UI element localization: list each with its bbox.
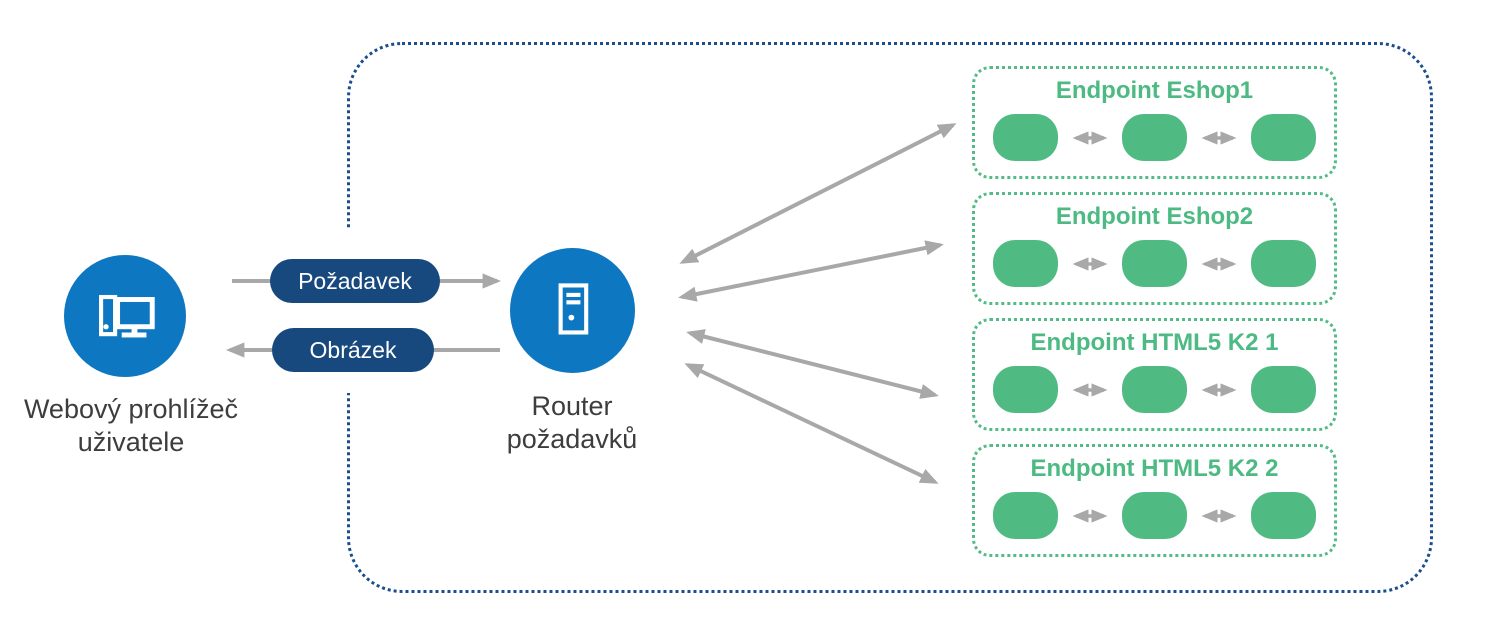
endpoint-instances — [993, 492, 1316, 539]
instance-shape — [1251, 366, 1316, 413]
endpoint-title: Endpoint HTML5 K2 1 — [1030, 329, 1279, 356]
instance-shape — [1251, 114, 1316, 161]
endpoint-instances — [993, 366, 1316, 413]
bidirectional-arrow-icon — [1201, 508, 1237, 523]
instance-shape — [993, 240, 1058, 287]
endpoint-box-html5-k2-2: Endpoint HTML5 K2 2 — [972, 444, 1337, 557]
request-pill: Požadavek — [270, 259, 440, 303]
router-label-line2: požadavků — [506, 424, 638, 454]
bidirectional-arrow-icon — [1072, 256, 1108, 271]
router-label: Router požadavků — [472, 390, 672, 456]
bidirectional-arrow-icon — [1201, 256, 1237, 271]
instance-shape — [993, 366, 1058, 413]
response-pill: Obrázek — [272, 328, 434, 372]
bidirectional-arrow-icon — [1201, 130, 1237, 145]
instance-shape — [993, 492, 1058, 539]
router-endpoint3-arrow — [686, 329, 939, 399]
instance-shape — [1251, 240, 1316, 287]
instance-shape — [1251, 492, 1316, 539]
endpoint-box-eshop2: Endpoint Eshop2 — [972, 192, 1337, 305]
endpoint-title: Endpoint Eshop1 — [1055, 77, 1254, 104]
response-pill-label: Obrázek — [309, 336, 397, 363]
bidirectional-arrow-icon — [1072, 382, 1108, 397]
instance-shape — [1122, 240, 1187, 287]
desktop-computer-icon — [99, 294, 155, 338]
browser-label-line1: Webový prohlížeč — [23, 394, 239, 424]
endpoint-box-html5-k2-1: Endpoint HTML5 K2 1 — [972, 318, 1337, 431]
browser-label: Webový prohlížeč uživatele — [6, 393, 256, 459]
endpoint-title: Endpoint HTML5 K2 2 — [1030, 455, 1279, 482]
instance-shape — [1122, 366, 1187, 413]
bidirectional-arrow-icon — [1201, 382, 1237, 397]
instance-shape — [1122, 492, 1187, 539]
endpoint-instances — [993, 240, 1316, 287]
web-browser-node — [64, 255, 186, 377]
browser-label-line2: uživatele — [77, 427, 185, 457]
router-label-line1: Router — [531, 391, 613, 421]
bidirectional-arrow-icon — [1072, 508, 1108, 523]
instance-shape — [993, 114, 1058, 161]
router-endpoint2-arrow — [678, 240, 944, 302]
instance-shape — [1122, 114, 1187, 161]
server-tower-icon — [558, 282, 588, 335]
bidirectional-arrow-icon — [1072, 130, 1108, 145]
request-pill-label: Požadavek — [298, 267, 412, 294]
router-endpoint4-arrow — [684, 363, 939, 484]
endpoint-box-eshop1: Endpoint Eshop1 — [972, 66, 1337, 179]
router-endpoint1-arrow — [679, 123, 957, 264]
endpoint-title: Endpoint Eshop2 — [1055, 203, 1254, 230]
endpoint-instances — [993, 114, 1316, 161]
request-router-node — [510, 248, 635, 373]
